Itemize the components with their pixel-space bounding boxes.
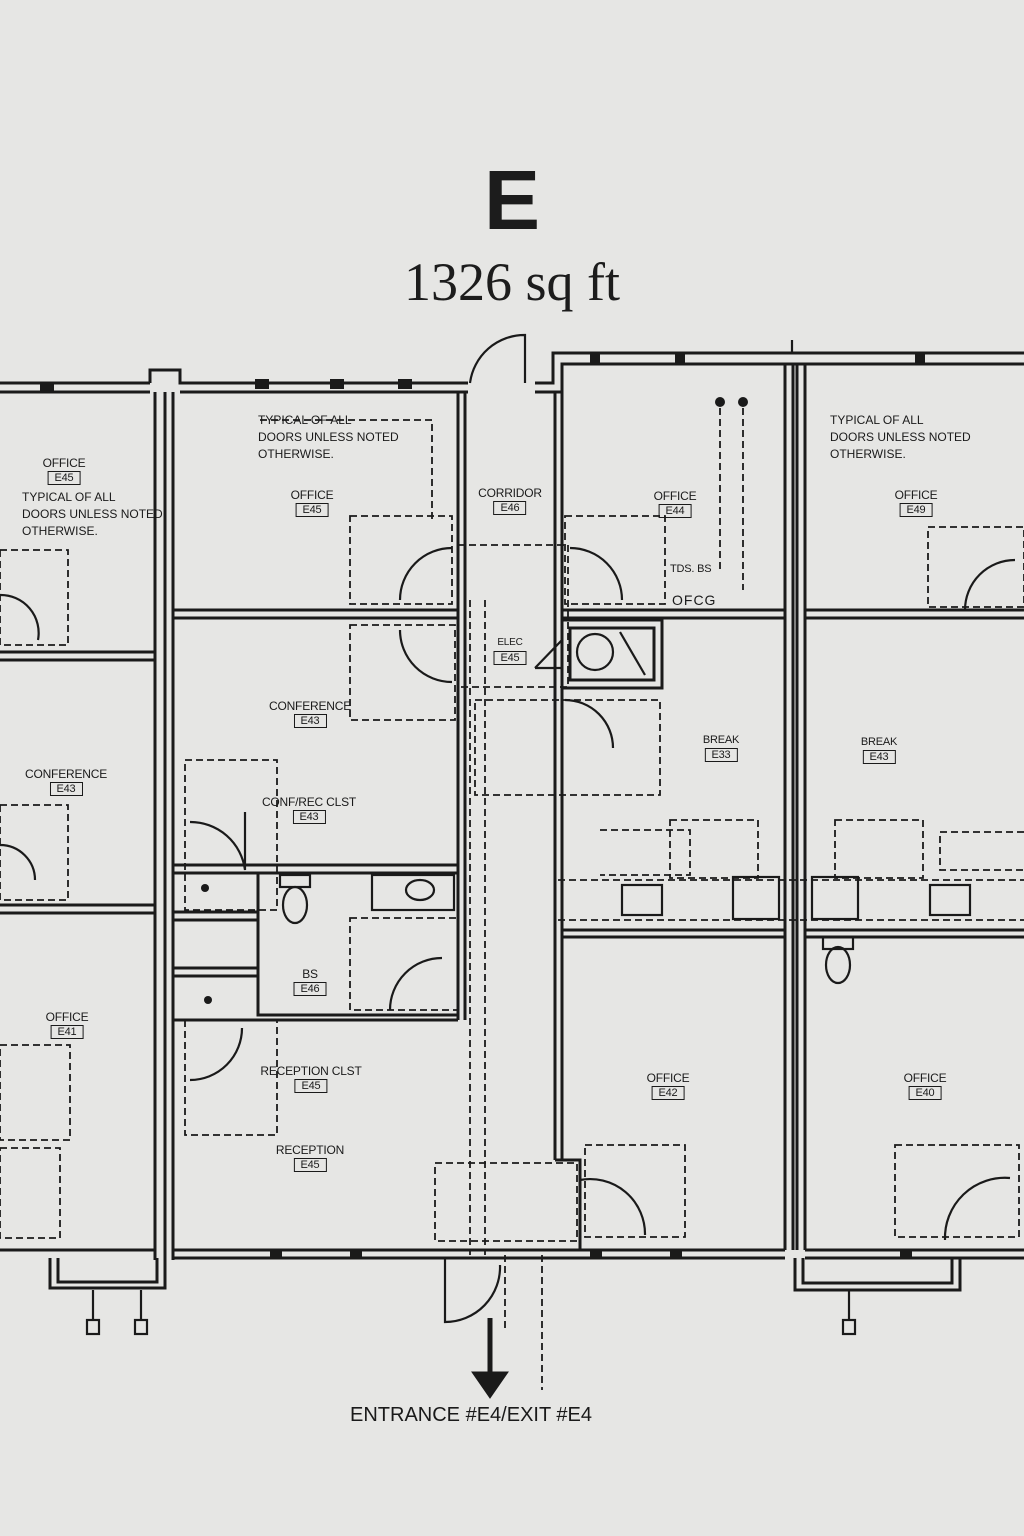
door-note: TYPICAL OF ALL DOORS UNLESS NOTED OTHERW… bbox=[258, 413, 399, 461]
door-note-left: TYPICAL OF ALL DOORS UNLESS NOTED OTHERW… bbox=[22, 490, 163, 538]
tds-tag: TDS. BS bbox=[670, 563, 712, 575]
door-note-right: TYPICAL OF ALL DOORS UNLESS NOTED OTHERW… bbox=[830, 413, 971, 461]
ofcg-tag: OFCG bbox=[672, 592, 717, 608]
door-swing-entrance bbox=[443, 1258, 502, 1324]
entrance-arrow-icon bbox=[471, 1318, 509, 1399]
unit-letter: E bbox=[483, 153, 541, 247]
exterior-wall-top bbox=[0, 351, 1024, 394]
door-swing-corridor bbox=[468, 333, 527, 384]
entrance-label: ENTRANCE #E4/EXIT #E4 bbox=[350, 1404, 592, 1426]
unit-area: 1326 sq ft bbox=[404, 252, 620, 312]
